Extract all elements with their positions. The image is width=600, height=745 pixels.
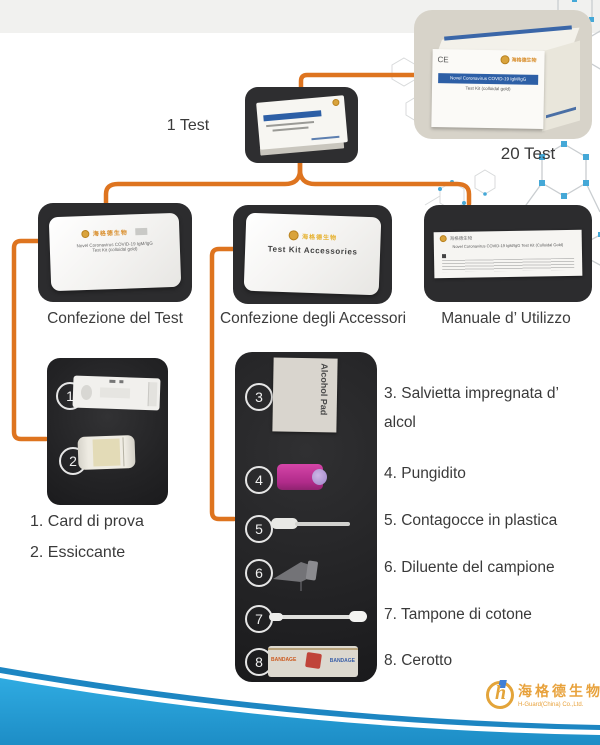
bandage-strip	[268, 648, 358, 650]
circled-number-3: 3	[245, 383, 273, 411]
photo-manual: 海格德生物 Novel Coronavirus COVID-19 IgM/IgG…	[424, 205, 592, 302]
list-item-swab: 7. Tampone di cotone	[384, 606, 532, 623]
pouch-brand-row: 海格德生物	[49, 226, 179, 240]
brand-logo-icon	[439, 235, 447, 243]
photo-card-panel: 1 2	[47, 358, 168, 505]
box-banner: Novel Coronavirus COVID-19 IgM/IgG	[438, 73, 539, 85]
list-item-card: 1. Card di prova	[30, 513, 144, 530]
accessories-pouch-title: Test Kit Accessories	[267, 244, 358, 257]
desiccant-seam	[122, 437, 125, 467]
lancet-tip	[312, 469, 327, 485]
alcohol-pad-text: Alcohol Pad	[318, 363, 330, 416]
caption-accessories-pouch: Confezione degli Accessori	[219, 310, 407, 327]
h-guard-logo-icon: h	[486, 680, 514, 709]
cassette-mark	[119, 380, 124, 384]
pouch-brand-text: 海格德生物	[92, 230, 128, 238]
box-banner-sub: Test Kit (colloidal gold)	[465, 85, 511, 92]
mini-box-banner	[263, 110, 322, 122]
manual-logo-row: 海格德生物	[434, 230, 582, 243]
circled-number-5: 5	[245, 515, 273, 543]
manual-title: Novel Coronavirus COVID-19 IgM/IgG Test …	[452, 242, 564, 249]
accessories-pouch: 海格德生物 Test Kit Accessories	[243, 212, 382, 296]
pouch-brand-text: 海格德生物	[301, 234, 338, 242]
box-side-stripe	[546, 106, 576, 119]
list-item-plaster: 8. Cerotto	[384, 652, 453, 669]
lancet	[277, 464, 327, 490]
brand-logo-icon	[500, 55, 510, 65]
bandage-text-left: BANDAGE	[271, 657, 297, 663]
manual-fineprint	[442, 257, 575, 273]
list-item-alcohol-pad: 3. Salvietta impregnata d’ alcol	[384, 385, 559, 431]
logo-h-letter: h	[495, 682, 507, 704]
brand-logo-icon	[81, 229, 90, 238]
cassette-sample-well	[80, 384, 93, 401]
brand-logo-icon	[332, 98, 340, 107]
ce-mark: CE	[437, 55, 449, 65]
list-item-desiccant: 2. Essiccante	[30, 544, 126, 561]
box-front-face: CE 海格德生物 Novel Coronavirus COVID-19 IgM/…	[431, 49, 545, 129]
cassette-mark	[109, 379, 116, 383]
company-name-cn: 海格德生物	[518, 683, 600, 699]
company-name-en: H-Guard(China) Co.,Ltd.	[518, 702, 584, 708]
circled-number-4: 4	[245, 466, 273, 494]
manual-brand-text: 海格德生物	[449, 235, 473, 241]
list-item-lancet: 4. Pungidito	[384, 465, 466, 482]
photo-test-pouch: 海格德生物 Novel Coronavirus COVID-19 IgM/IgG…	[38, 203, 192, 302]
photo-20test-box: CE 海格德生物 Novel Coronavirus COVID-19 IgM/…	[414, 10, 592, 139]
list-item-dropper: 5. Contagocce in plastica	[384, 512, 558, 529]
company-logo: h 海格德生物 H-Guard(China) Co.,Ltd.	[486, 680, 600, 709]
test-cassette	[72, 375, 161, 411]
cassette-label-edge	[147, 382, 158, 407]
box-brand-logo: 海格德生物	[500, 55, 537, 65]
bandage-text-right: BANDAGE	[329, 658, 355, 664]
cotton-swab-tip-right	[349, 611, 367, 622]
mini-box-bottom-stripe	[311, 135, 340, 141]
pouch-chip	[134, 227, 147, 236]
photo-1test-package	[245, 87, 358, 163]
alcohol-pad-packet: Alcohol Pad	[272, 357, 338, 433]
box-side-face	[542, 40, 580, 132]
manual-paper: 海格德生物 Novel Coronavirus COVID-19 IgM/IgG…	[433, 229, 583, 279]
dropper-stem	[295, 522, 350, 526]
test-pouch: 海格德生物 Novel Coronavirus COVID-19 IgM/IgG…	[48, 212, 182, 292]
company-name-block: 海格德生物 H-Guard(China) Co.,Ltd.	[518, 681, 600, 708]
list-item-diluent: 6. Diluente del campione	[384, 559, 555, 576]
connector-20test-to-1test	[298, 72, 417, 91]
manual-bullet	[441, 254, 447, 259]
mini-box	[256, 95, 348, 150]
photo-accessories-pouch: 海格德生物 Test Kit Accessories	[233, 205, 392, 304]
circled-number-6: 6	[245, 559, 273, 587]
mini-box-textline	[272, 126, 309, 132]
sample-diluent-tube	[273, 560, 318, 591]
caption-test-pouch: Confezione del Test	[47, 310, 183, 327]
mini-box-logo	[332, 98, 340, 107]
dropper-bulb	[271, 518, 298, 529]
desiccant-packet	[77, 435, 136, 470]
bandage-packet: BANDAGE BANDAGE	[268, 646, 358, 677]
cotton-swab-stick	[272, 615, 364, 619]
caption-manual: Manuale d’ Utilizzo	[441, 310, 571, 327]
footer-wave	[0, 667, 600, 745]
desiccant-stripe	[92, 438, 121, 467]
pouch-brand-row: 海格德生物	[245, 229, 380, 244]
cassette-result-window	[99, 387, 131, 399]
box-brand-text: 海格德生物	[511, 57, 537, 64]
label-1-test: 1 Test	[166, 117, 210, 134]
photo-accessories-panel: 3 Alcohol Pad 4 5 6 7 8 BANDAGE BANDAGE	[235, 352, 377, 682]
brand-logo-icon	[288, 230, 300, 241]
label-20-test: 20 Test	[500, 144, 556, 163]
cotton-swab-tip-left	[269, 613, 283, 621]
